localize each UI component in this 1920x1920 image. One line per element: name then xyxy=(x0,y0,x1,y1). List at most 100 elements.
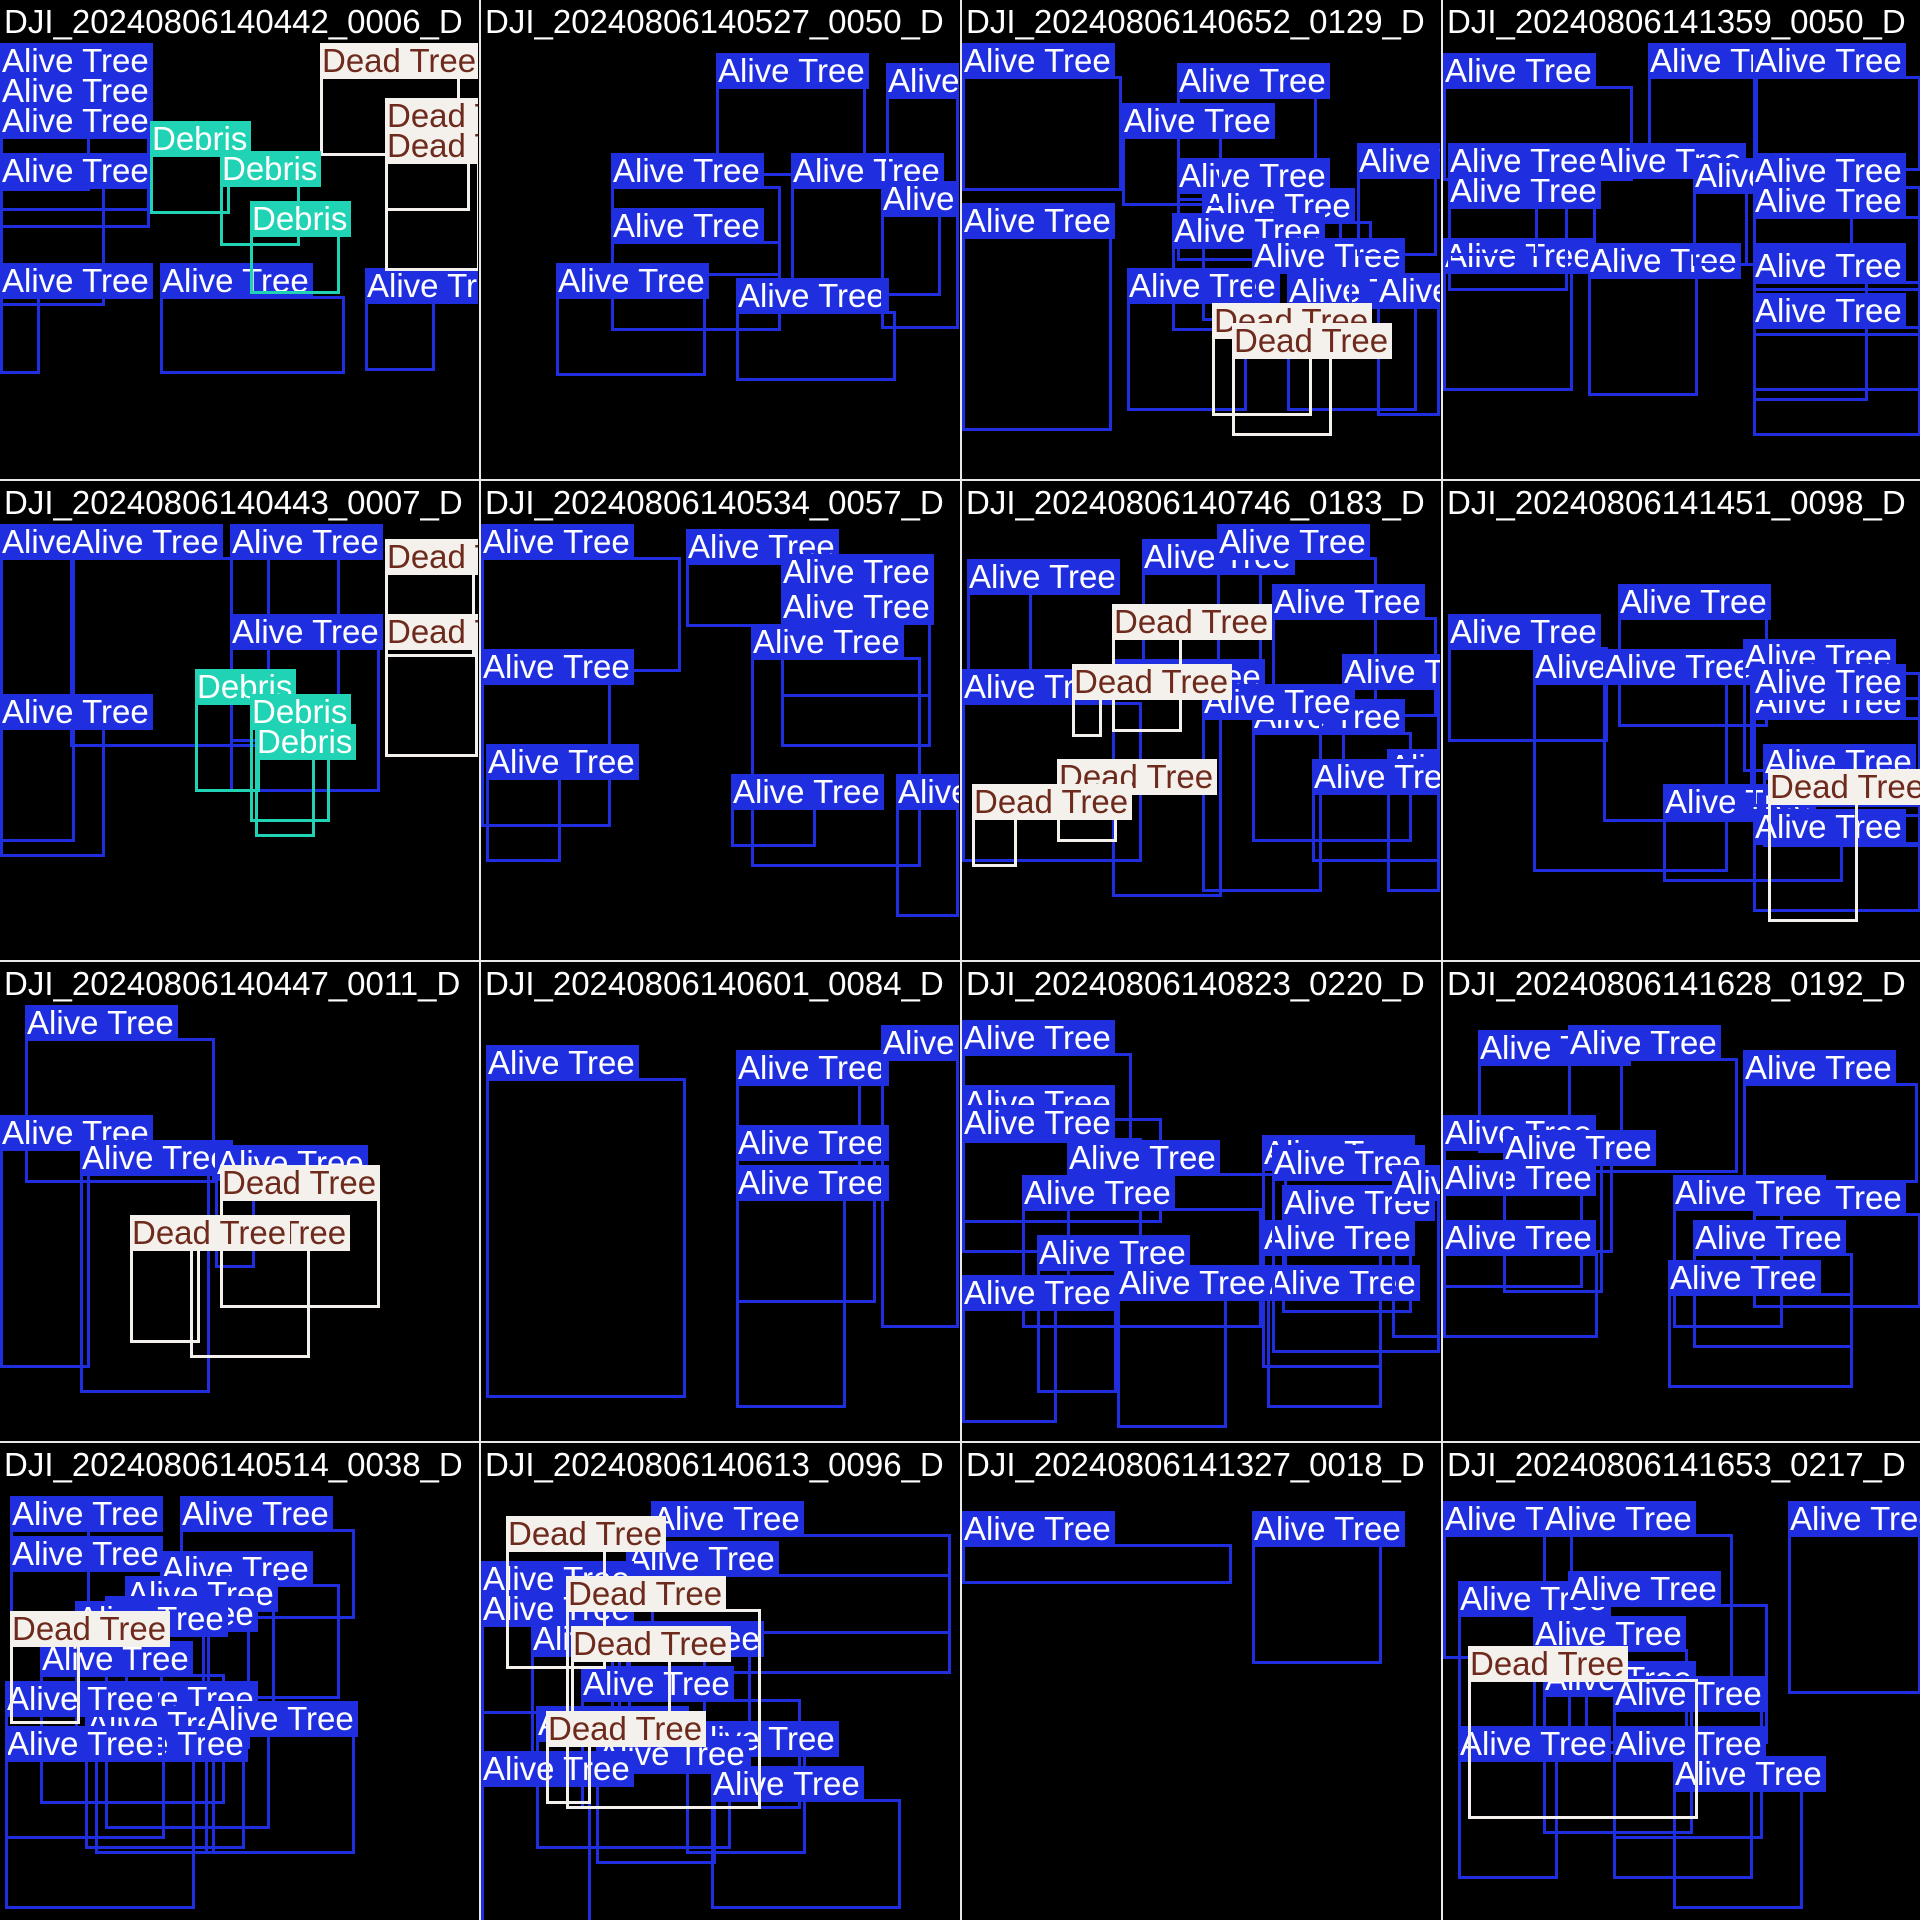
detection-label: Debris xyxy=(255,724,357,760)
detection-label: Alive Tree xyxy=(205,1701,358,1737)
detection-label: Dead Tree xyxy=(566,1576,727,1612)
alive-tree-box: Alive Tree xyxy=(5,1681,165,1839)
detection-label: Alive Tree xyxy=(0,694,153,730)
alive-tree-box: Alive Tree xyxy=(1022,1175,1262,1328)
dead-tree-box: Dead Tree xyxy=(972,784,1133,867)
detection-label: Dead Tree xyxy=(546,1711,707,1747)
detection-label: Alive Tree xyxy=(1312,759,1440,795)
detection-label: Alive Tree xyxy=(962,1020,1115,1056)
debris-box: Debris xyxy=(220,151,322,246)
detection-label: Alive Tree xyxy=(1788,1501,1920,1537)
tile-title: DJI_20240806141327_0018_D xyxy=(966,1446,1425,1483)
dead-tree-box: Dead Tree xyxy=(1468,1646,1698,1819)
detection-label: Alive Tree xyxy=(0,73,153,109)
detection-label: Alive Tree xyxy=(486,744,639,780)
alive-tree-box: Alive Tree xyxy=(1693,1220,1853,1348)
detection-label: Alive Tree xyxy=(1668,1260,1821,1296)
detection-label: Dead Tree xyxy=(506,1516,667,1552)
detection-label: Alive Tree xyxy=(736,278,889,314)
alive-tree-box: Alive Tree xyxy=(1458,1726,1611,1879)
alive-tree-box: Alive Tree xyxy=(486,1045,686,1398)
dead-tree-box: Dead Tree xyxy=(1112,604,1273,732)
detection-label: Alive Tree xyxy=(1693,1220,1846,1256)
debris-box: Debris xyxy=(255,724,357,837)
dead-tree-box: Dead Tree xyxy=(1232,323,1393,436)
alive-tree-box: Alive Tree xyxy=(736,278,896,381)
detection-label: Alive Tree xyxy=(611,208,764,244)
alive-tree-box: Alive Tree xyxy=(1743,1050,1918,1183)
alive-tree-box: Alive Tree xyxy=(205,1701,358,1854)
detection-label: Alive Tree xyxy=(1067,1140,1220,1176)
alive-tree-box: Alive Tree xyxy=(751,624,921,867)
detection-label: Alive Tree xyxy=(1458,1726,1611,1762)
tile-title: DJI_20240806141359_0050_D xyxy=(1447,3,1906,40)
detection-label: Alive Tree xyxy=(1443,1220,1596,1256)
alive-tree-box: Alive Tree xyxy=(962,203,1115,431)
detection-label: Alive Tree xyxy=(967,559,1120,595)
detection-label: Debris xyxy=(220,151,322,187)
detection-label: Alive Tree xyxy=(230,614,383,650)
detection-label: Alive Tree xyxy=(1568,1025,1721,1061)
detection-label: Alive Tree xyxy=(581,1666,734,1702)
detection-label: Alive Tree xyxy=(1448,614,1601,650)
alive-tree-box: Alive Tree xyxy=(962,1020,1132,1143)
detection-label: Alive Tree xyxy=(0,103,153,139)
image-tile[interactable]: DJI_20240806141359_0050_D Alive Tree Alive… xyxy=(1443,0,1920,478)
detection-label: Alive Tree xyxy=(881,1025,959,1061)
alive-tree-box: Alive Tree xyxy=(1448,143,1601,256)
detection-label: Alive Tree xyxy=(886,63,959,99)
detection-label: Dead Tree xyxy=(320,43,478,79)
detection-label: Alive Tree xyxy=(1448,173,1601,209)
detection-label: Dead Tree xyxy=(220,1165,381,1201)
detection-label: Dead Tree xyxy=(10,1611,171,1647)
detection-label: Alive Tree xyxy=(1037,1235,1190,1271)
detection-label: Alive Tree xyxy=(10,1496,163,1532)
detection-label: Alive Tree xyxy=(611,153,764,189)
detection-label: Alive Tree xyxy=(731,774,884,810)
detection-label: Alive Tree xyxy=(1377,273,1440,309)
detection-label: Alive Tree xyxy=(0,153,153,189)
alive-tree-box: Alive Tree xyxy=(1122,103,1275,206)
detection-label: Alive Tree xyxy=(1392,1165,1440,1201)
detection-label: Alive Tree xyxy=(1673,1756,1826,1792)
detection-label: Alive Tree xyxy=(1252,1511,1405,1547)
alive-tree-box: Alive Tree xyxy=(1668,1260,1853,1388)
alive-tree-box: Alive Tree xyxy=(1568,1025,1738,1173)
detection-label: Alive Tree xyxy=(962,43,1115,79)
alive-tree-box: Alive Tree xyxy=(486,744,639,862)
alive-tree-box: Alive Tree xyxy=(881,181,959,329)
alive-tree-box: Alive Tree xyxy=(1177,63,1330,201)
alive-tree-box: Alive Tree xyxy=(781,589,934,747)
detection-label: Dead Tree xyxy=(571,1626,732,1662)
detection-label: Alive Tree xyxy=(651,1501,804,1537)
detection-label: Alive Tree xyxy=(716,53,869,89)
detection-label: Dead Tree xyxy=(1112,604,1273,640)
debris-box: Debris xyxy=(250,201,352,294)
alive-tree-box: Alive Tree xyxy=(1673,1756,1826,1909)
tile-title: DJI_20240806140613_0096_D xyxy=(485,1446,944,1483)
detection-label: Alive Tree xyxy=(481,1751,634,1787)
alive-tree-box: Alive Tree xyxy=(180,1496,355,1619)
detection-label: Alive Tree xyxy=(1217,524,1370,560)
alive-tree-box: Alive Tree xyxy=(0,103,153,228)
alive-tree-box: Alive Tree xyxy=(1202,684,1355,892)
detection-label: Dead Tree xyxy=(1232,323,1393,359)
detection-label: Alive Tree xyxy=(1753,183,1906,219)
alive-tree-box: Alive Tree xyxy=(1377,273,1440,416)
